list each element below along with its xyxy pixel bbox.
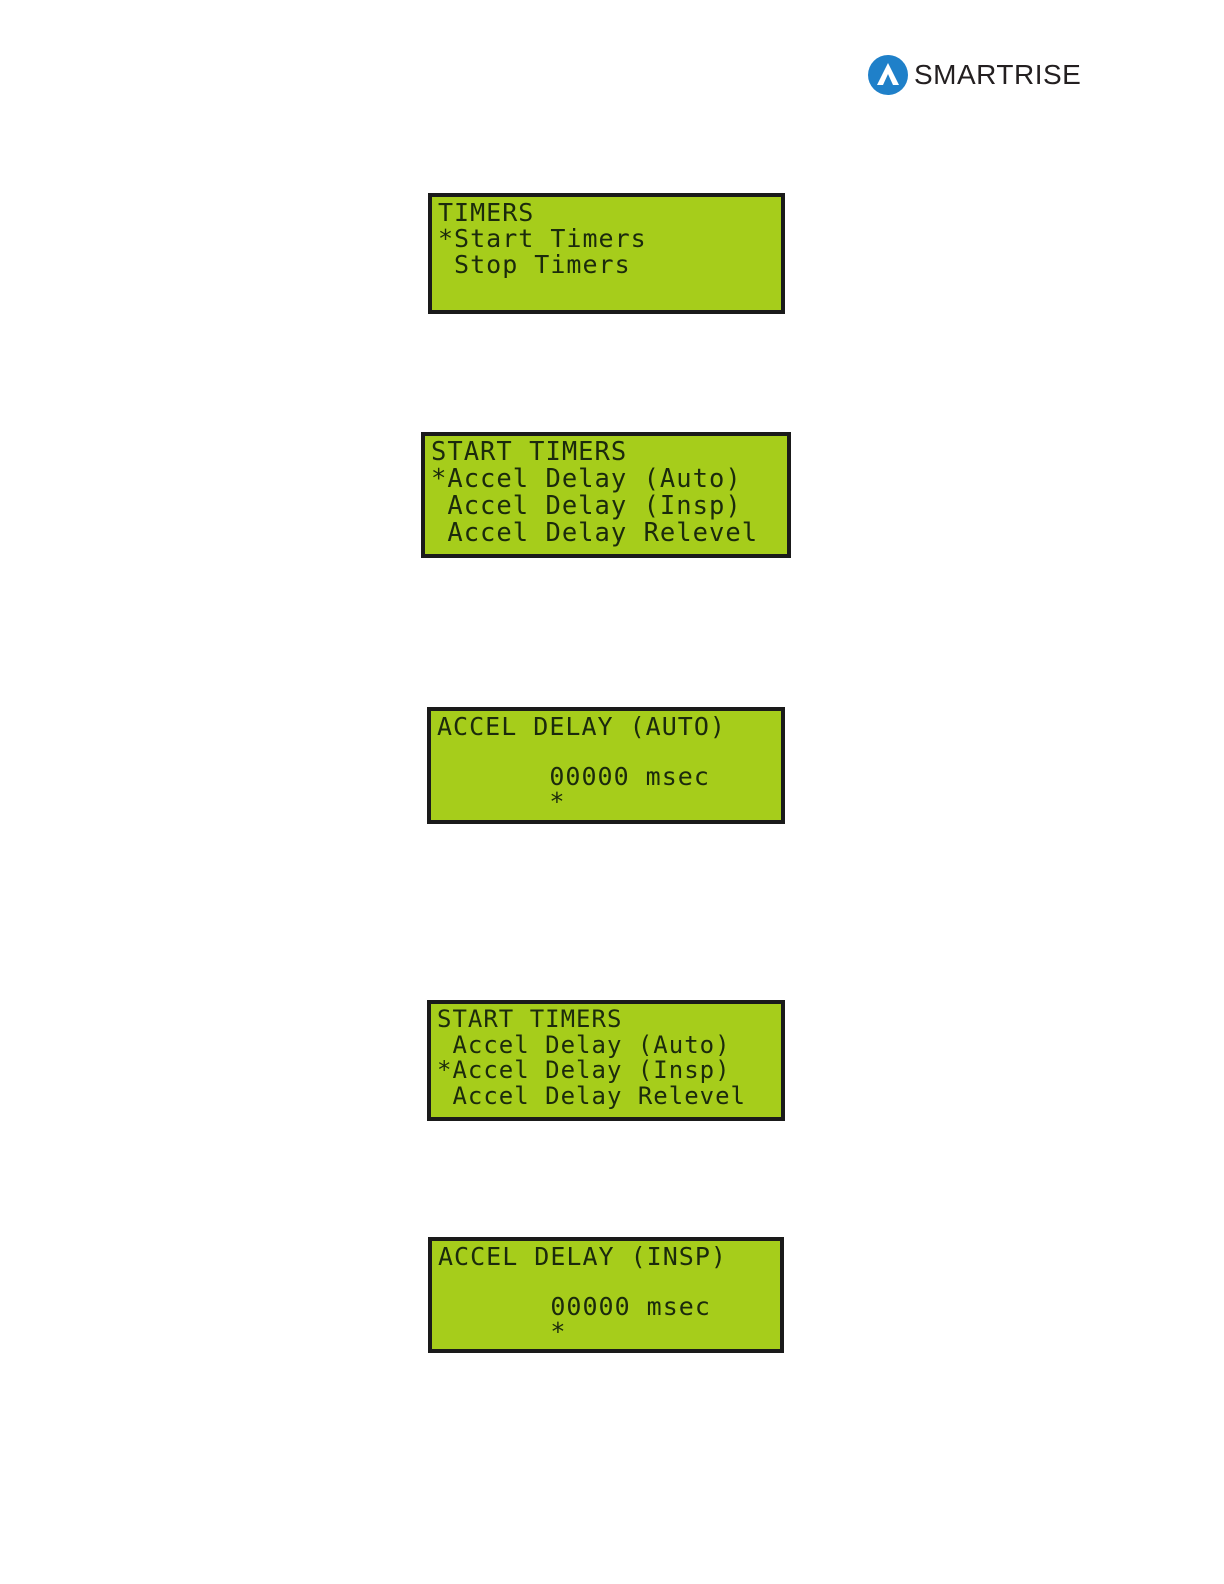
lcd-menu-item-accel-delay-auto: *Accel Delay (Auto) [431,466,781,493]
logo-mark-icon [868,55,908,95]
lcd-menu-item-accel-delay-relevel: Accel Delay Relevel [431,520,781,547]
lcd-menu-item-accel-delay-insp: Accel Delay (Insp) [431,493,781,520]
lcd-line-title: TIMERS [438,200,775,226]
lcd-screen-start-timers-insp-selected: START TIMERS Accel Delay (Auto) *Accel D… [427,1000,785,1121]
lcd-menu-item-stop-timers: Stop Timers [438,252,775,278]
lcd-line-title: START TIMERS [431,439,781,466]
lcd-line-title: ACCEL DELAY (AUTO) [437,714,775,739]
lcd-screen-start-timers-auto-selected: START TIMERS *Accel Delay (Auto) Accel D… [421,432,791,558]
lcd-screen-timers-menu: TIMERS *Start Timers Stop Timers [428,193,785,314]
lcd-line-empty [438,278,775,304]
brand-name: SMARTRISE [914,59,1081,91]
lcd-line-empty [437,739,775,764]
lcd-value-msec: 00000 msec [437,764,775,789]
lcd-menu-item-accel-delay-insp: *Accel Delay (Insp) [437,1058,775,1084]
lcd-menu-item-start-timers: *Start Timers [438,226,775,252]
lcd-line-title: START TIMERS [437,1007,775,1033]
lcd-cursor: * [437,789,775,814]
lcd-menu-item-accel-delay-auto: Accel Delay (Auto) [437,1033,775,1059]
lcd-screen-accel-delay-auto: ACCEL DELAY (AUTO) 00000 msec * [427,707,785,824]
lcd-line-empty [438,1269,774,1294]
lcd-screen-accel-delay-insp: ACCEL DELAY (INSP) 00000 msec * [428,1237,784,1353]
lcd-value-msec: 00000 msec [438,1294,774,1319]
lcd-cursor: * [438,1319,774,1344]
smartrise-logo: SMARTRISE [868,54,1081,96]
lcd-menu-item-accel-delay-relevel: Accel Delay Relevel [437,1084,775,1110]
lcd-line-title: ACCEL DELAY (INSP) [438,1244,774,1269]
